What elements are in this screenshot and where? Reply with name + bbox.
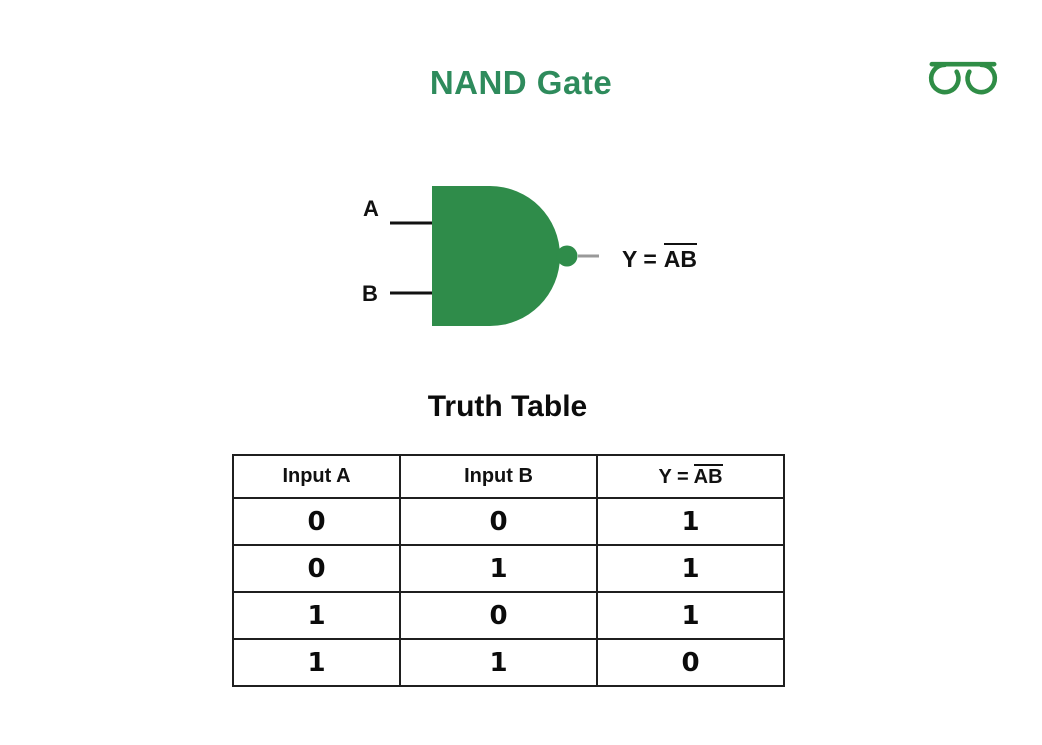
cell-b: 1: [399, 638, 598, 687]
truth-table-row: 0 1 1: [232, 544, 785, 593]
output-prefix: Y =: [622, 246, 657, 272]
truth-table-header-row: Input A Input B Y =AB: [232, 454, 785, 499]
inversion-bubble: [556, 245, 578, 267]
gate-diagram: A B Y =AB: [362, 180, 720, 350]
output-header-prefix: Y =: [658, 466, 689, 488]
input-b-label: B: [362, 281, 378, 306]
nand-gate-symbol: [390, 186, 599, 326]
truth-table-row: 1 1 0: [232, 638, 785, 687]
output-label: Y =AB: [622, 243, 697, 273]
output-expression-overlined: AB: [663, 243, 697, 271]
page-title: NAND Gate: [429, 64, 613, 101]
truth-table-row: 0 0 1: [232, 497, 785, 546]
cell-y: 1: [596, 544, 785, 593]
cell-b: 0: [399, 591, 598, 640]
cell-y: 1: [596, 591, 785, 640]
cell-y: 1: [596, 497, 785, 546]
cell-b: 0: [399, 497, 598, 546]
column-header-input-b: Input B: [399, 454, 598, 499]
cell-a: 1: [232, 591, 401, 640]
cell-a: 0: [232, 497, 401, 546]
cell-a: 0: [232, 544, 401, 593]
input-a-label: A: [363, 196, 379, 221]
output-header-expression-overlined: AB: [693, 464, 723, 488]
cell-a: 1: [232, 638, 401, 687]
cell-y: 0: [596, 638, 785, 687]
geeksforgeeks-logo-icon: [928, 61, 998, 95]
truth-table-title: Truth Table: [427, 390, 588, 423]
cell-b: 1: [399, 544, 598, 593]
gate-body: [432, 186, 560, 326]
column-header-input-a: Input A: [232, 454, 401, 499]
truth-table-row: 1 0 1: [232, 591, 785, 640]
column-header-output: Y =AB: [596, 454, 785, 499]
truth-table-section: Truth Table Input A Input B Y =AB 0 0 1 …: [232, 390, 785, 687]
truth-table: Input A Input B Y =AB 0 0 1 0 1 1 1: [232, 454, 785, 687]
